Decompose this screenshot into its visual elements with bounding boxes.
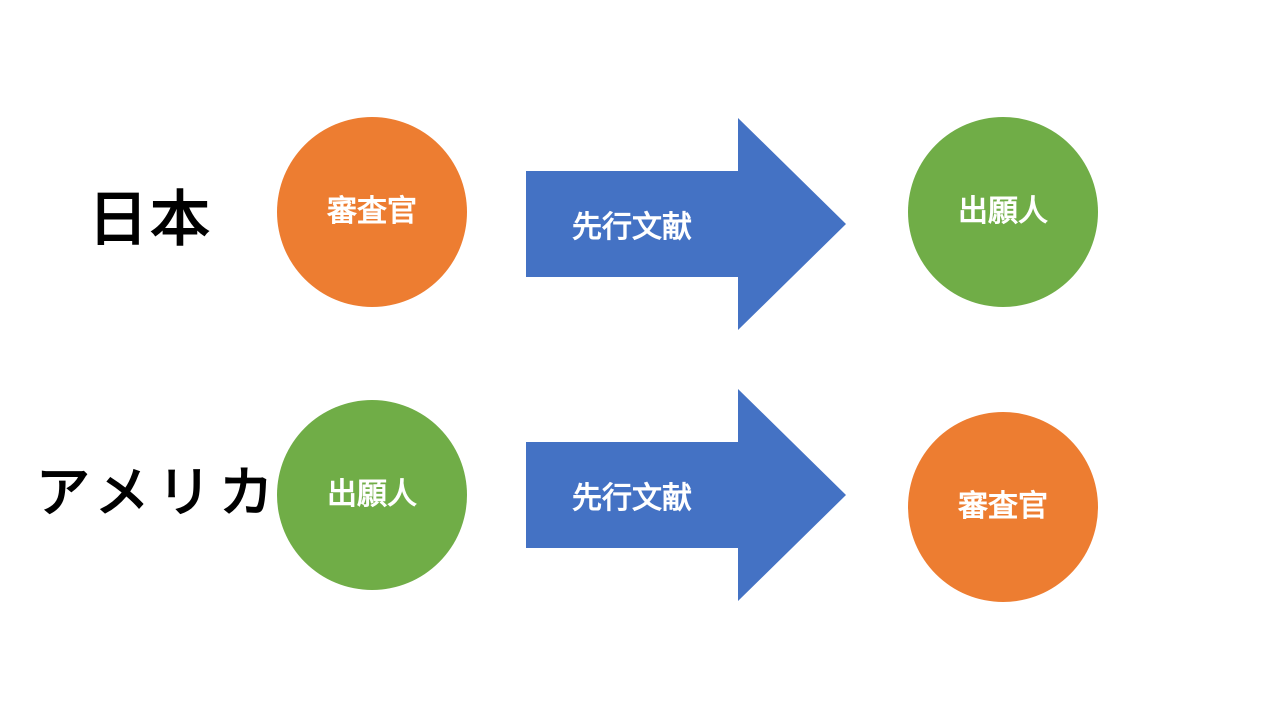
arrow-prior-art: 先行文献 <box>526 118 846 330</box>
node-label: 審査官 <box>327 194 417 229</box>
arrow-shape <box>526 118 846 330</box>
arrow-label: 先行文献 <box>572 210 692 245</box>
node-applicant: 出願人 <box>908 117 1098 307</box>
node-label: 出願人 <box>327 477 417 512</box>
arrow-shape <box>526 389 846 601</box>
country-label-usa: アメリカ <box>36 461 282 524</box>
node-label: 審査官 <box>958 489 1048 524</box>
arrow-label: 先行文献 <box>572 481 692 516</box>
node-label: 出願人 <box>958 194 1048 229</box>
country-label-japan: 日本 <box>88 185 212 255</box>
node-examiner: 審査官 <box>277 117 467 307</box>
node-examiner: 審査官 <box>908 412 1098 602</box>
arrow-prior-art: 先行文献 <box>526 389 846 601</box>
node-applicant: 出願人 <box>277 400 467 590</box>
